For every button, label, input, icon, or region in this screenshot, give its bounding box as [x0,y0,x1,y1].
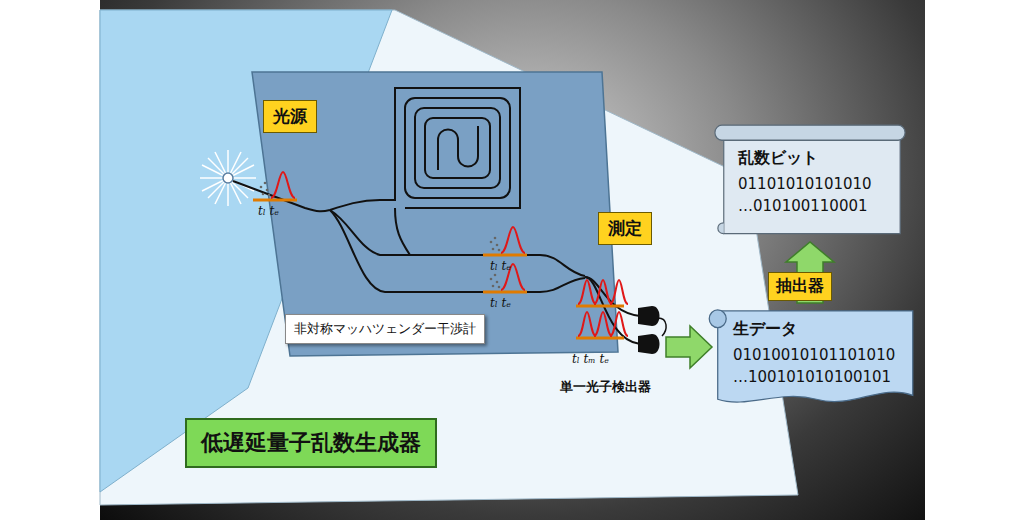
bit-string: …100101010100101 [733,366,899,388]
scroll-curl [718,223,724,234]
node-text: 低遅延量子乱数生成器 [201,428,421,458]
scroll-heading: 乱数ビット [738,148,890,169]
pulse-pair [483,227,527,255]
component-label: 非対称マッハツェンダー干渉計 [285,314,485,344]
pulse-pair [253,172,297,200]
section-tag: 測定 [598,212,652,245]
waveguide [233,88,640,344]
bit-string: …010100110001 [738,195,890,217]
pulse-triple [576,312,628,338]
data-scroll: 生データ 01010010101101010…100101010100101 [705,305,917,413]
section-tag: 光源 [263,100,317,133]
scroll-text: 生データ 01010010101101010…100101010100101 [705,305,917,410]
interferometer-panel [252,72,618,356]
light-source [200,150,256,206]
bit-string: 01101010101010 [738,173,890,195]
scroll-paper [718,311,913,402]
light-source-core [223,173,233,183]
time-bin-label: tₗ tₑ [490,259,511,273]
output-arrow [666,326,712,368]
node-text: 非対称マッハツェンダー干渉計 [294,320,476,338]
scroll-paper [724,137,900,234]
time-bin-label: tₗ tₑ [490,296,511,310]
node-text: 光源 [273,105,307,128]
scroll-roll [715,125,905,140]
scroll-curl [709,310,726,328]
time-bin-label: tₗ tₑ [258,204,279,218]
scroll-text: 乱数ビット 01101010101010…010100110001 [712,122,908,233]
output-scroll: 乱数ビット 01101010101010…010100110001 [712,122,908,240]
board [100,10,798,505]
detector [638,306,666,354]
edge-label: 抽出器 [768,272,832,301]
title-box: 低遅延量子乱数生成器 [185,418,437,468]
scroll-heading: 生データ [733,319,899,340]
time-bin-label: tₗ tₘ tₑ [572,352,609,366]
detector-label: 単一光子検出器 [560,378,651,396]
bit-string: 01010010101101010 [733,344,899,366]
pulse-triple [576,280,628,306]
node-text: 測定 [608,217,642,240]
